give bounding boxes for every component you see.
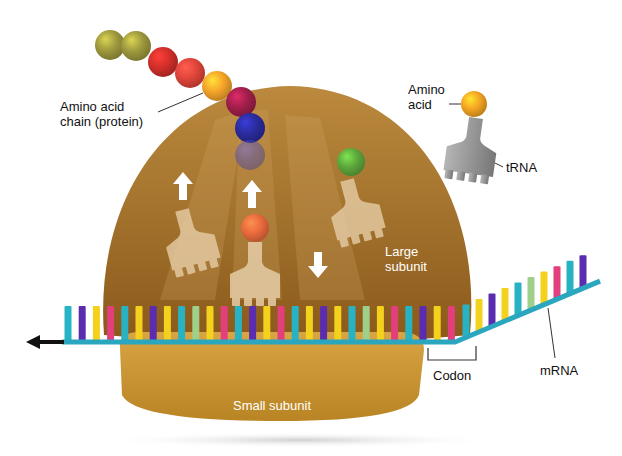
nucleotide-bar xyxy=(79,306,86,342)
mrna-strand xyxy=(62,255,600,342)
nucleotide-bar xyxy=(164,306,171,342)
nucleotide-bar xyxy=(65,306,72,342)
free-trna xyxy=(442,115,500,185)
nucleotide-bar xyxy=(377,306,384,342)
part-label: Small subunit xyxy=(233,398,311,413)
free-amino-acid xyxy=(461,91,487,117)
nucleotide-bar xyxy=(107,306,114,342)
nucleotide-bar xyxy=(292,306,299,342)
part-label: Codon xyxy=(433,368,471,383)
nucleotide-bar xyxy=(541,272,548,305)
nucleotide-bar xyxy=(448,306,455,342)
movement-arrow xyxy=(308,252,328,278)
codon-bracket xyxy=(428,346,476,360)
nucleotide-bar xyxy=(489,293,496,326)
movement-arrow xyxy=(173,172,193,200)
nucleotide-bar xyxy=(306,306,313,342)
amino-acid-ball xyxy=(226,87,256,117)
trna-a-site xyxy=(323,174,388,249)
leader-line xyxy=(495,163,503,167)
nucleotide-bar xyxy=(463,304,470,337)
nucleotide-bar xyxy=(363,306,370,342)
nucleotide-bar xyxy=(334,306,341,342)
small-subunit-shape xyxy=(120,332,424,421)
nucleotide-bar xyxy=(391,306,398,342)
nucleotide-bar xyxy=(150,306,157,342)
nucleotide-bar xyxy=(93,306,100,342)
nucleotide-bar xyxy=(567,261,574,294)
nucleotide-bar xyxy=(207,306,214,342)
amino-acid-ball xyxy=(461,91,487,117)
nucleotide-bar xyxy=(349,306,356,342)
amino-acid-ball xyxy=(241,214,269,242)
part-label: Large subunit xyxy=(385,244,439,274)
amino-acid-ball xyxy=(175,58,205,88)
nucleotide-bar xyxy=(515,283,522,316)
nucleotide-bar xyxy=(192,306,199,342)
nucleotide-bar xyxy=(434,306,441,342)
trna-exit-site xyxy=(158,204,223,279)
amino-acid-ball xyxy=(235,140,265,170)
part-label: mRNA xyxy=(540,363,578,378)
nucleotide-bar xyxy=(554,266,561,299)
nucleotide-bar xyxy=(320,306,327,342)
nucleotide-bar xyxy=(136,306,143,342)
leader-line xyxy=(449,104,461,105)
amino-acid-ball xyxy=(121,31,151,61)
amino-acid-chain xyxy=(95,30,365,242)
direction-arrow xyxy=(38,340,64,344)
nucleotide-bar xyxy=(249,306,256,342)
large-subunit-shape xyxy=(103,86,471,344)
nucleotide-bar xyxy=(278,306,285,342)
trna-p-site xyxy=(230,242,280,306)
ground-shadow xyxy=(100,432,500,448)
nucleotide-bar xyxy=(476,299,483,332)
nucleotide-bar xyxy=(502,288,509,321)
nucleotide-bar xyxy=(405,306,412,342)
nucleotide-bar xyxy=(263,306,270,342)
amino-acid-ball xyxy=(95,30,125,60)
mrna-backbone xyxy=(62,281,600,342)
part-label: Amino acid chain (protein) xyxy=(60,99,156,129)
nucleotide-bar xyxy=(580,255,587,288)
nucleotide-bar xyxy=(235,306,242,342)
leader-line xyxy=(548,308,555,358)
nucleotide-bar xyxy=(528,277,535,310)
subunit-channel xyxy=(160,110,245,300)
part-label: tRNA xyxy=(506,160,537,175)
leader-line xyxy=(158,93,203,112)
amino-acid-ball xyxy=(337,148,365,176)
amino-acid-ball xyxy=(235,113,265,143)
part-label: Amino acid xyxy=(408,82,458,112)
nucleotide-bar xyxy=(178,306,185,342)
movement-arrow xyxy=(242,180,262,208)
direction-arrowhead xyxy=(26,335,40,349)
amino-acid-ball xyxy=(148,47,178,77)
nucleotide-bar xyxy=(121,306,128,342)
nucleotide-bar xyxy=(221,306,228,342)
nucleotide-bar xyxy=(420,306,427,342)
